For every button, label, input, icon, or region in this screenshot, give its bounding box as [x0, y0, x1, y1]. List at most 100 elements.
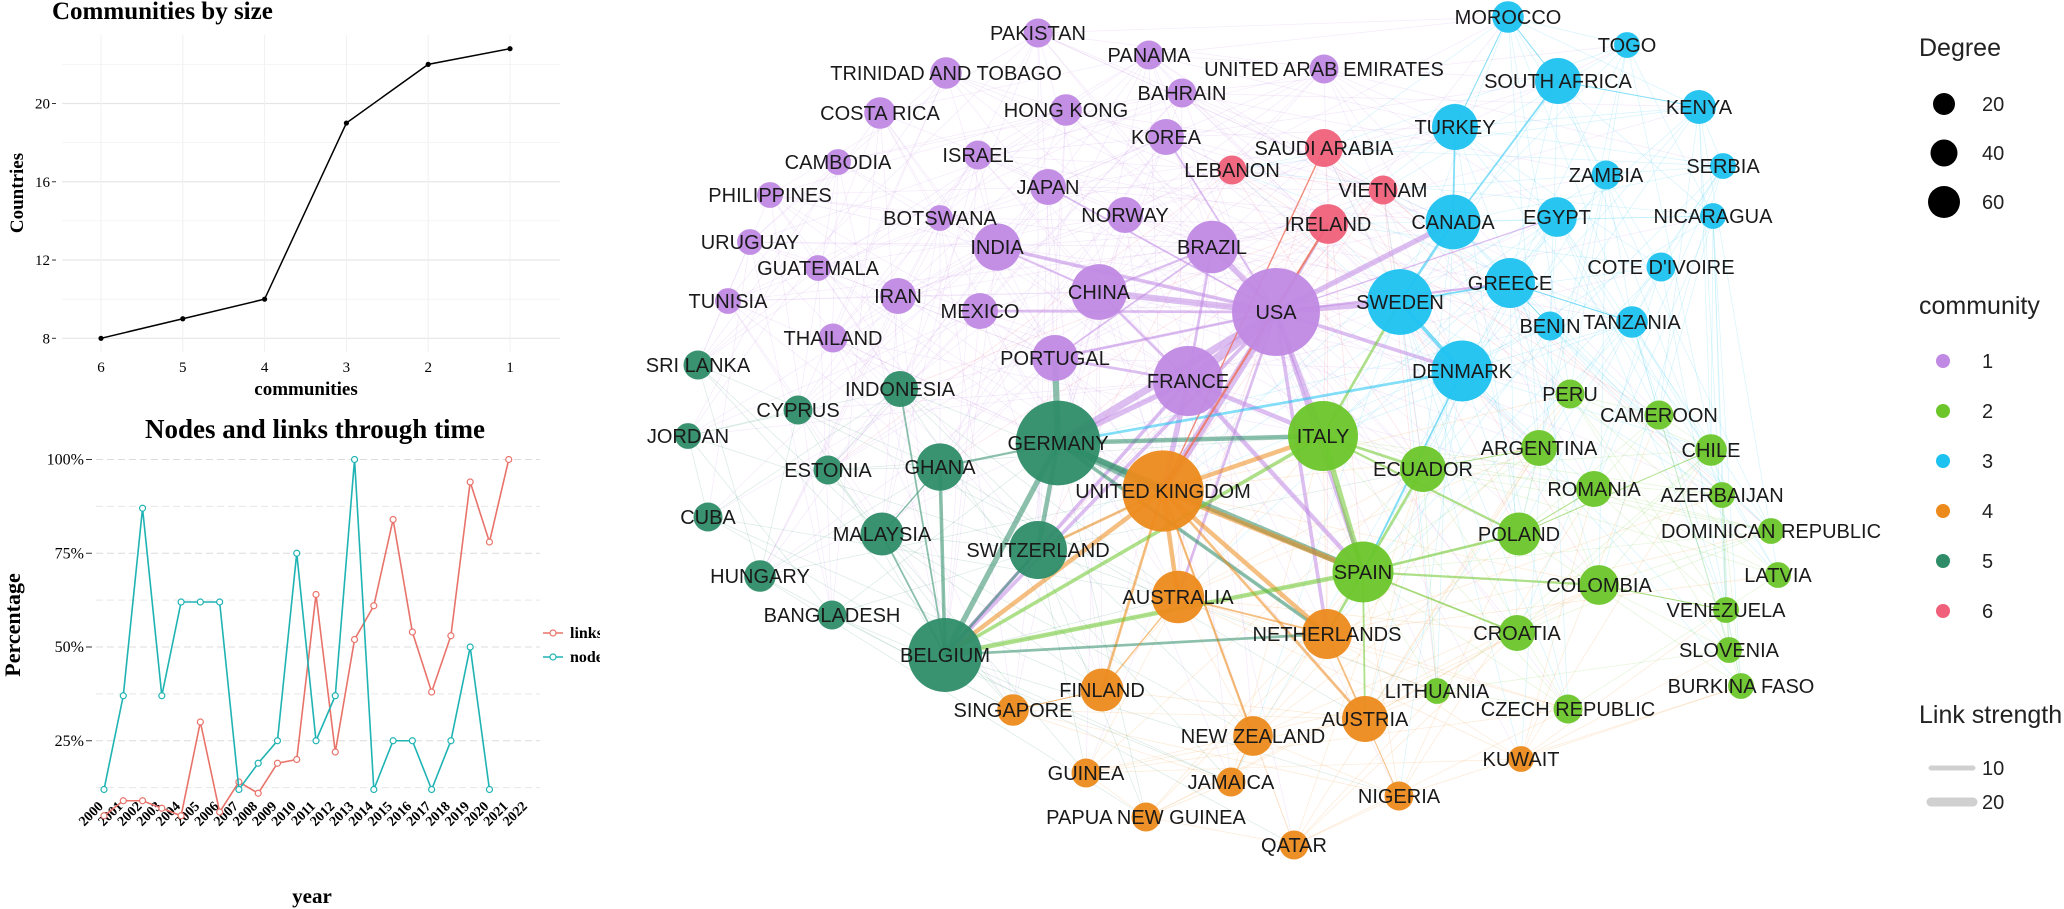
node-guatemala [805, 255, 831, 281]
node-label: PAPUA NEW GUINEA [1046, 807, 1246, 829]
link-faint [1598, 165, 1724, 586]
link-faint [1037, 16, 1509, 34]
node-label: DOMINICAN REPUBLIC [1661, 521, 1881, 543]
node-vietnam [1368, 175, 1398, 205]
link-faint [1509, 80, 1559, 284]
link-faint [1323, 147, 1571, 395]
link-faint [1252, 735, 1400, 797]
link-faint [1054, 126, 1456, 359]
link-faint [1098, 147, 1325, 293]
data-point-nodes [428, 785, 436, 794]
link-faint [1293, 795, 1400, 846]
link-faint [1323, 68, 1456, 128]
node-estonia [813, 455, 843, 485]
node-label: SRI LANKA [646, 355, 751, 377]
link-faint [1322, 223, 1329, 437]
link-faint [1293, 690, 1438, 846]
node-bahrain [1167, 78, 1197, 108]
node-uruguay [737, 229, 763, 255]
node-egypt [1537, 197, 1577, 237]
link-faint [817, 214, 1126, 269]
link-faint [707, 241, 751, 518]
legend-key-point [549, 629, 557, 637]
node-label: BANGLADESH [764, 605, 901, 627]
link-faint [939, 136, 1167, 468]
link-faint [977, 154, 1100, 293]
link-faint [1047, 68, 1325, 188]
link-faint [749, 161, 839, 243]
link-faint [1631, 321, 1730, 651]
node-netherlands [1302, 609, 1352, 659]
link-faint [1509, 282, 1600, 586]
link-faint [1037, 549, 1438, 692]
link-faint [1593, 488, 1772, 532]
data-point-links [331, 748, 339, 756]
node-norway [1106, 196, 1144, 234]
link-faint [1631, 165, 1724, 323]
node-argentina [1520, 429, 1558, 467]
link-faint [1593, 488, 1727, 611]
legend-link-label: 20 [1982, 792, 2004, 814]
legend-community-key [1936, 554, 1950, 568]
link-faint [1187, 380, 1232, 783]
link-faint [687, 310, 981, 437]
link-faint [1293, 632, 1518, 846]
legend-community-key [1936, 454, 1950, 468]
node-france [1153, 346, 1223, 416]
series-line-links [103, 459, 510, 817]
link-faint [1398, 685, 1742, 797]
x-tick-label: 2 [424, 360, 432, 376]
node-indonesia [881, 370, 919, 408]
link-faint [697, 109, 1067, 366]
x-axis-label: communities [254, 379, 357, 400]
link-faint [945, 72, 1401, 303]
link-faint [1065, 109, 1384, 191]
link-faint [1518, 533, 1742, 687]
link-faint [944, 310, 981, 656]
link-faint [1454, 126, 1712, 451]
link-faint [1177, 468, 1424, 598]
node-jordan [675, 423, 701, 449]
link-faint [1323, 147, 1724, 167]
link-faint [1145, 632, 1518, 818]
link-faint [1364, 584, 1600, 720]
link-faint [1598, 449, 1712, 586]
link-faint [1323, 147, 1520, 535]
link-faint [1124, 16, 1509, 216]
link-faint [1252, 301, 1401, 737]
node-label: PANAMA [1108, 45, 1192, 67]
y-tick-label: 25% [55, 733, 84, 750]
link-faint [1012, 709, 1232, 783]
link-faint [1398, 533, 1520, 797]
node-label: TUNISIA [689, 291, 769, 313]
legend-community-label: 1 [1982, 351, 1993, 373]
link-faint [1556, 216, 1727, 611]
node-label: FRANCE [1147, 371, 1229, 393]
node-label: GUINEA [1048, 763, 1125, 785]
data-point-links [447, 632, 455, 640]
link-faint [1231, 169, 1424, 470]
node-label: AUSTRALIA [1122, 587, 1234, 609]
link-faint [837, 92, 1183, 163]
link-faint [1252, 533, 1520, 737]
data-point-nodes [196, 598, 204, 606]
link-faint [1145, 816, 1295, 846]
link-faint [1037, 32, 1325, 70]
link-faint [1162, 221, 1454, 492]
link-faint [1362, 447, 1540, 573]
link-faint [945, 72, 1329, 225]
link [943, 632, 1329, 657]
link-faint [1275, 311, 1522, 760]
link-faint [1323, 68, 1724, 167]
link-faint [1382, 165, 1724, 191]
x-tick-label: 1 [506, 360, 514, 376]
link-faint [1452, 165, 1724, 223]
link-faint [1037, 32, 1213, 248]
node-saudi-arabia [1305, 129, 1343, 167]
link-faint [1518, 174, 1607, 535]
link-faint [797, 295, 899, 411]
node-venezuela [1713, 597, 1739, 623]
link-faint [1538, 447, 1600, 586]
link-faint [1181, 92, 1325, 149]
link-faint [827, 92, 1183, 471]
